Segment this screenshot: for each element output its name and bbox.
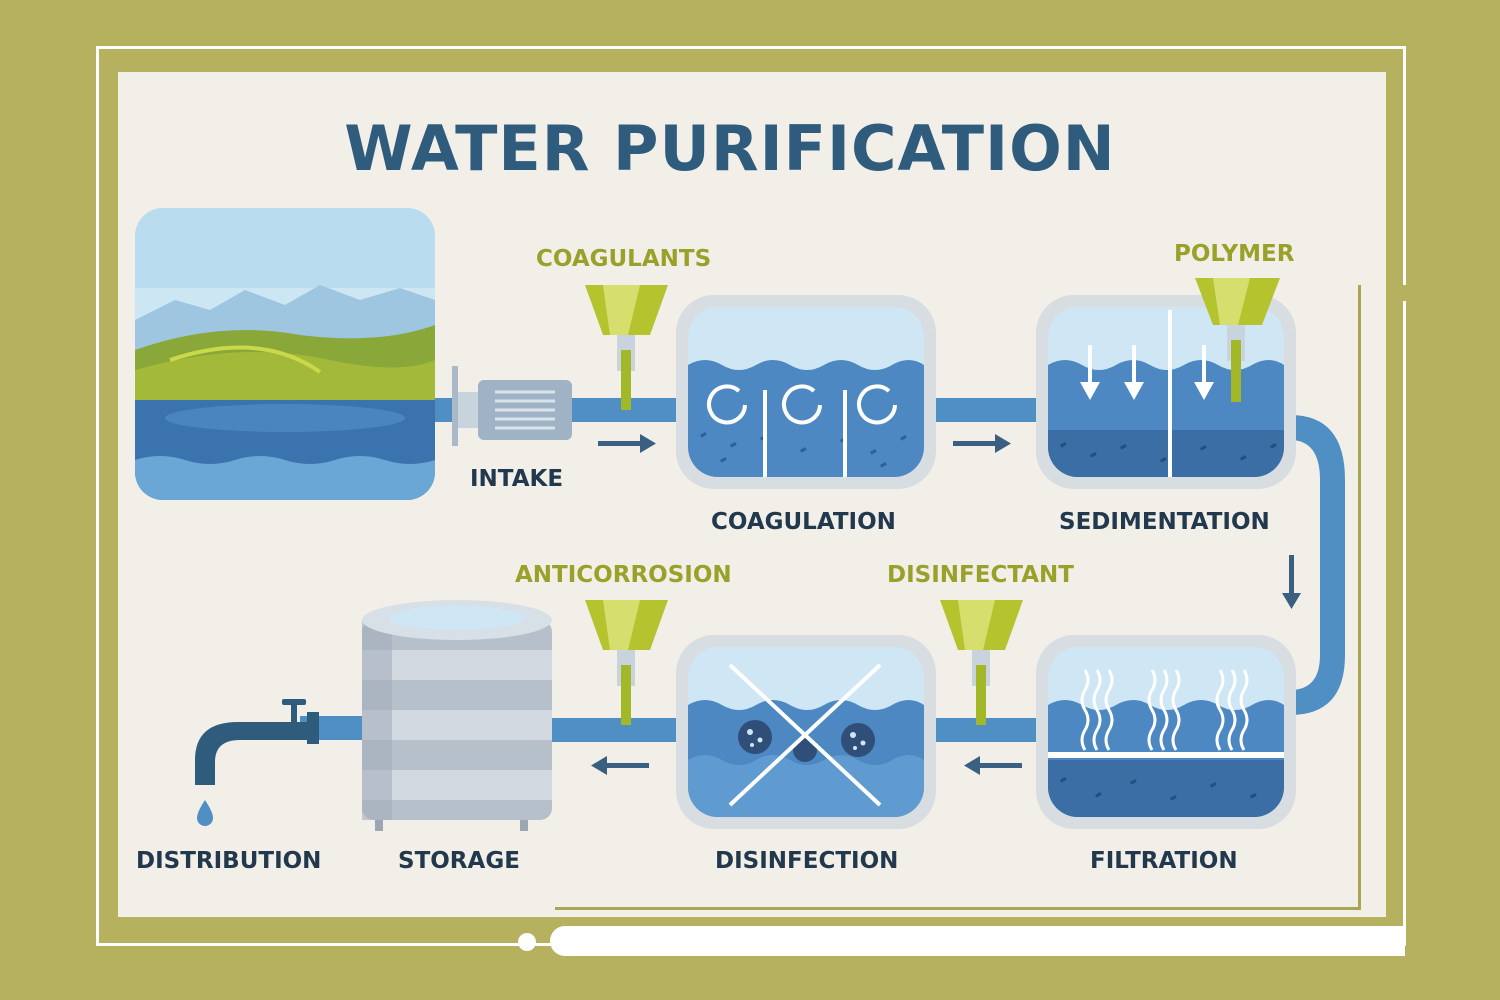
- arrow-left-1: [964, 756, 1022, 775]
- sedimentation-interior: [1048, 307, 1284, 477]
- label-sedimentation: SEDIMENTATION: [1059, 509, 1270, 535]
- arrow-left-2: [591, 756, 649, 775]
- label-distribution: DISTRIBUTION: [136, 848, 322, 874]
- coagulants-funnel: [585, 285, 668, 410]
- bottom-decor-bar: [550, 926, 1405, 956]
- pipe-coag-sed: [920, 398, 1050, 422]
- label-disinfectant: DISINFECTANT: [887, 562, 1074, 588]
- anticorrosion-funnel: [585, 600, 668, 725]
- distribution-tap: [195, 699, 319, 826]
- pipe-dis-storage: [545, 718, 690, 742]
- pipe-return: [1290, 415, 1345, 715]
- label-polymer: POLYMER: [1174, 241, 1295, 267]
- bottom-decor-dot: [518, 933, 536, 951]
- storage-tank: [362, 600, 552, 831]
- label-intake: INTAKE: [470, 466, 564, 492]
- polymer-funnel: [1195, 278, 1280, 402]
- disinfection-interior: [688, 647, 924, 817]
- pipes: [300, 398, 1345, 742]
- label-disinfection: DISINFECTION: [715, 848, 899, 874]
- label-anticorrosion: ANTICORROSION: [515, 562, 732, 588]
- label-coagulation: COAGULATION: [711, 509, 896, 535]
- arrow-down: [1282, 555, 1301, 609]
- diagram-title: WATER PURIFICATION: [344, 112, 1116, 185]
- flow-arrows: [591, 434, 1301, 775]
- intake-pump: [452, 366, 572, 446]
- filtration-interior: [1048, 647, 1284, 817]
- inner-frame-line: [555, 285, 1361, 910]
- label-filtration: FILTRATION: [1090, 848, 1238, 874]
- label-coagulants: COAGULANTS: [536, 246, 712, 272]
- disinfectant-funnel: [940, 600, 1023, 725]
- funnels: [585, 278, 1280, 725]
- water-source-landscape: [135, 208, 435, 500]
- label-storage: STORAGE: [398, 848, 520, 874]
- coagulation-interior: [688, 307, 924, 477]
- arrow-right-1: [598, 434, 656, 453]
- arrow-right-2: [953, 434, 1011, 453]
